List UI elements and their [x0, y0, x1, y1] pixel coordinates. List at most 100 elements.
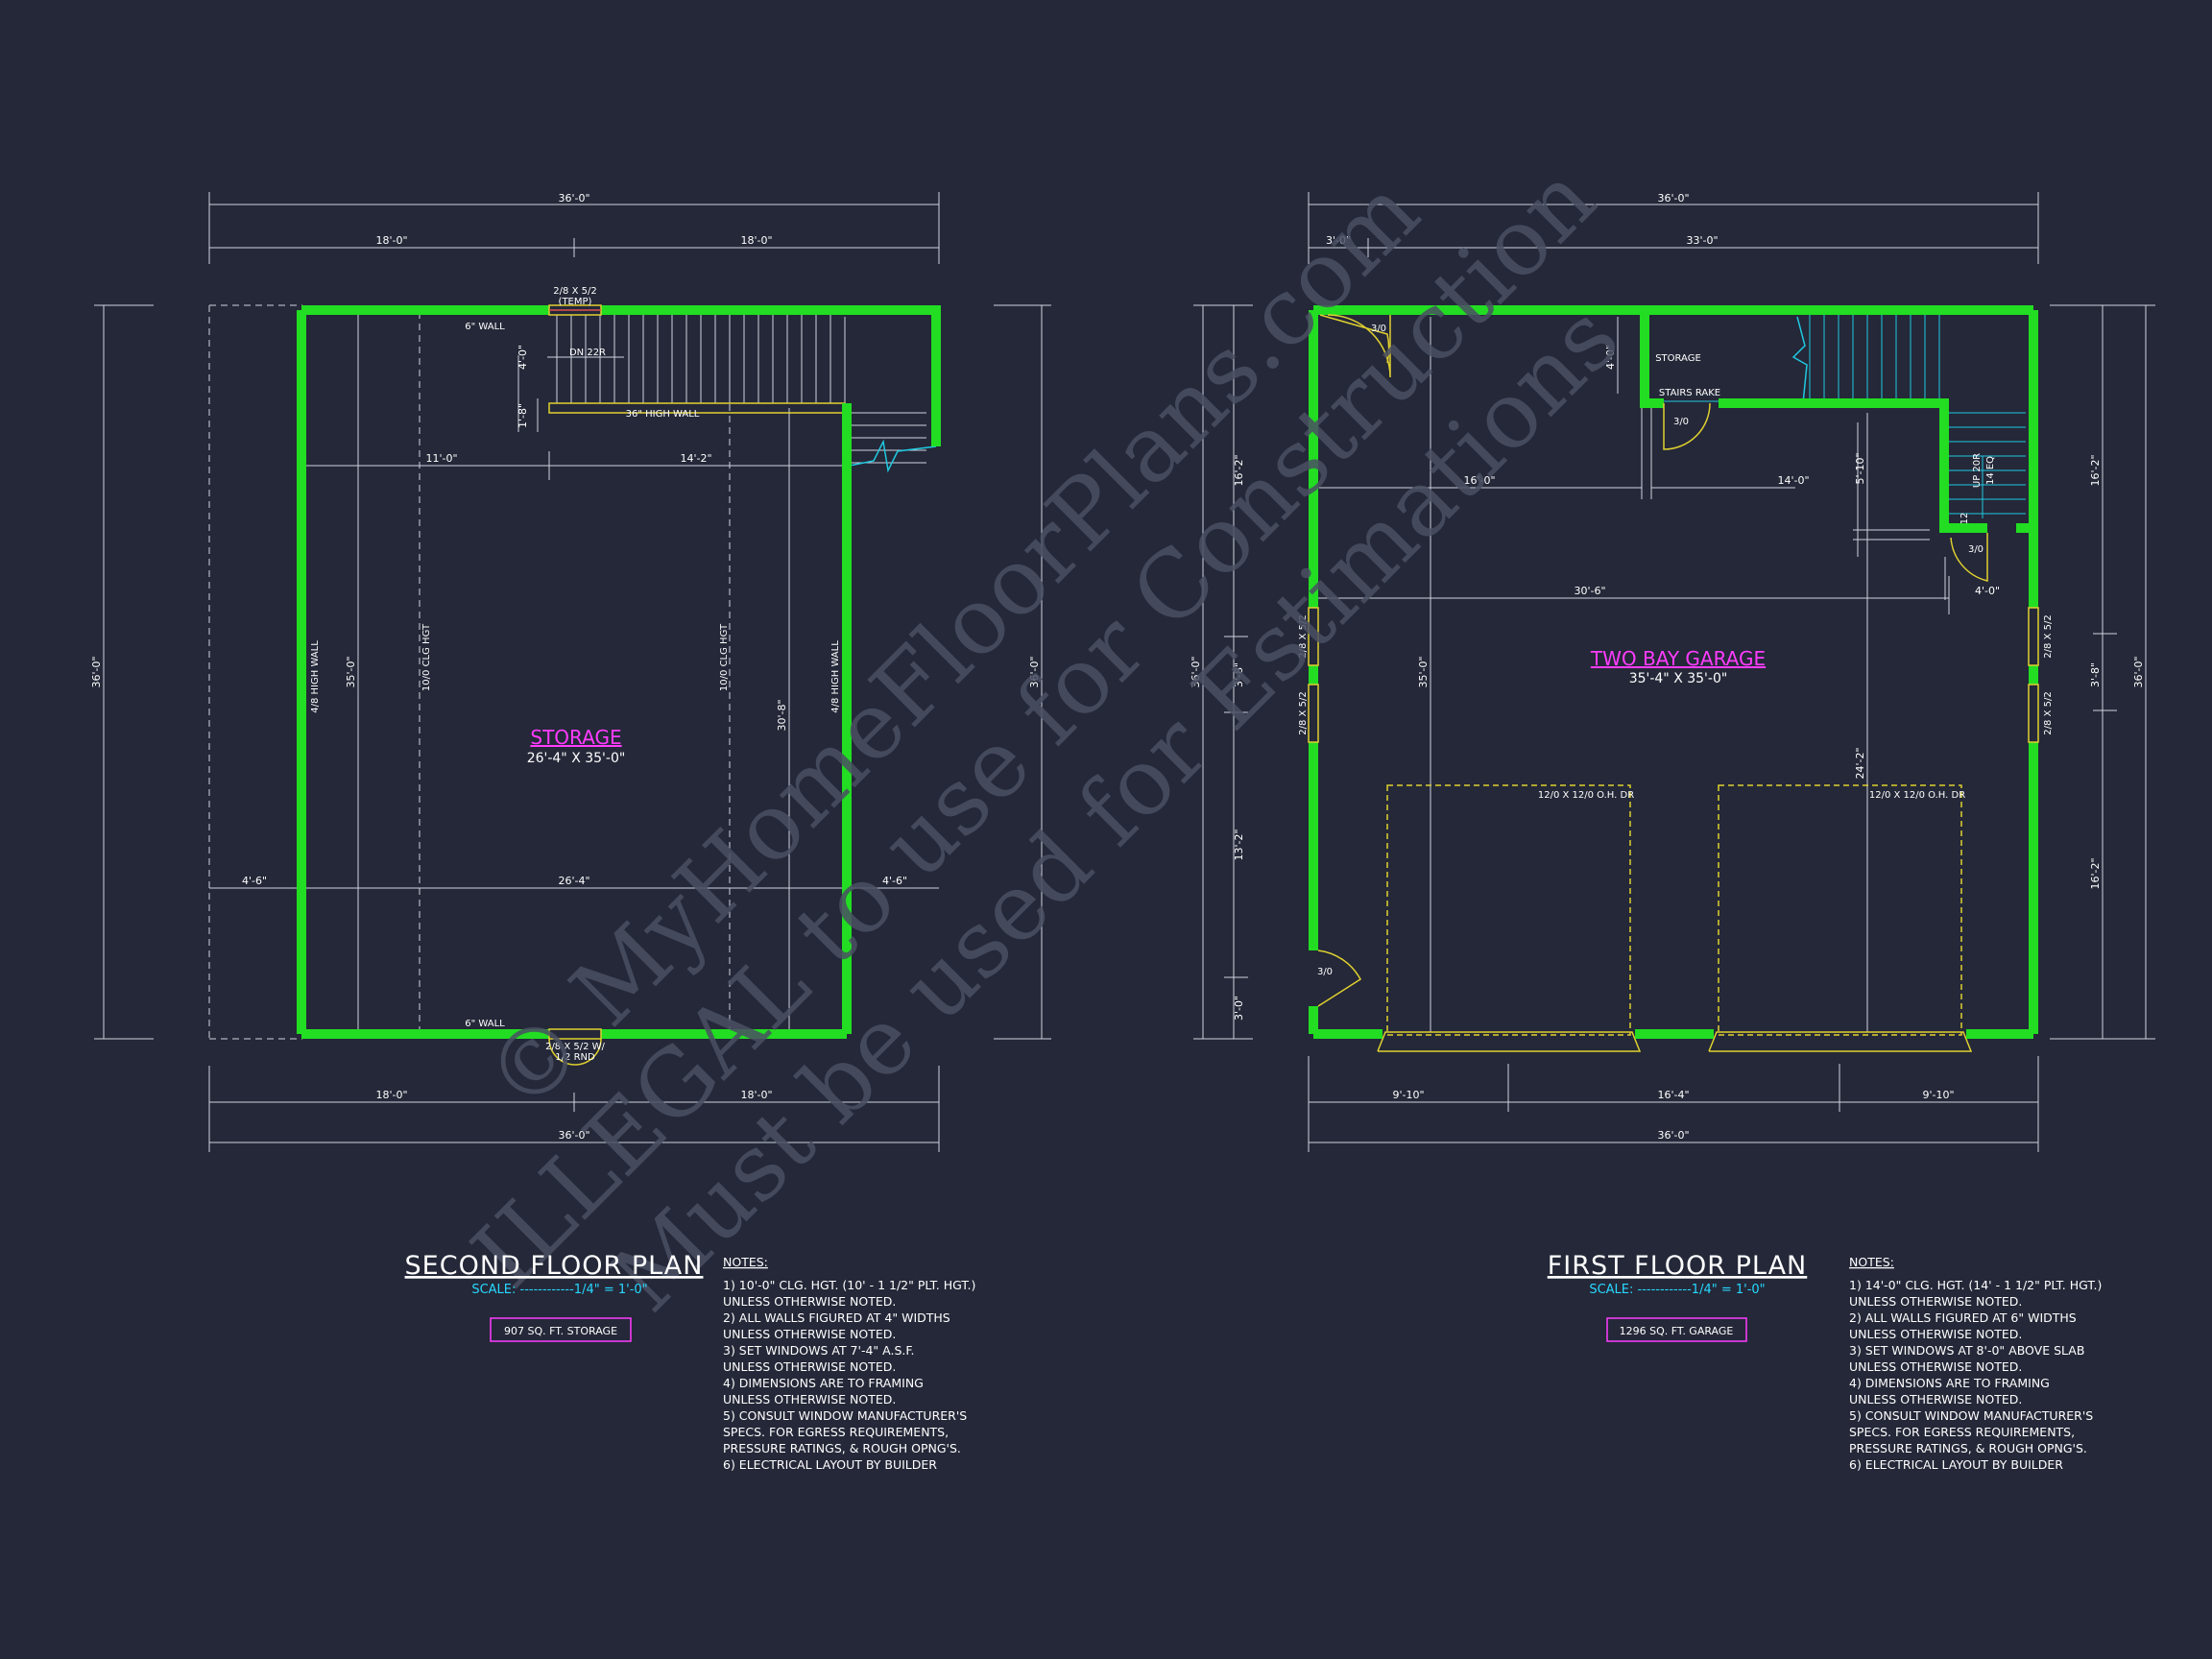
ff-dim-top-left: 3'-0"	[1326, 234, 1351, 247]
label-clg-right: 10/0 CLG HGT	[719, 623, 730, 691]
dim-bottom-right: 18'-0"	[740, 1089, 772, 1101]
dim-top-total: 36'-0"	[558, 192, 589, 204]
ff-dim-mid-160: 16'-0"	[1463, 474, 1495, 487]
label-wall-top: 6" WALL	[465, 322, 505, 332]
ff-dim-inner-242: 24'-2"	[1854, 747, 1866, 779]
ff-dim-left-38: 3'-8"	[1233, 662, 1245, 687]
dim-span-right: 4'-6"	[882, 875, 907, 887]
second-floor-note: 2) ALL WALLS FIGURED AT 4" WIDTHS	[723, 1310, 950, 1325]
ff-label-gdoor-right: 12/0 X 12/0 O.H. DR	[1869, 790, 1965, 801]
ff-label-win-left-b: 2/8 X 5/2	[1298, 691, 1309, 734]
dim-span-mid: 26'-4"	[558, 875, 589, 887]
second-floor-note: UNLESS OTHERWISE NOTED.	[723, 1327, 896, 1341]
label-right-high-wall: 4/8 HIGH WALL	[830, 640, 841, 713]
second-floor-dimension-lines	[94, 192, 1051, 1152]
ff-dim-mid-140: 14'-0"	[1777, 474, 1809, 487]
ff-label-door-12: 12	[1960, 513, 1970, 525]
room-size-storage: 26'-4" X 35'-0"	[527, 751, 626, 766]
first-floor-note: UNLESS OTHERWISE NOTED.	[1849, 1327, 2022, 1341]
room-name-garage: TWO BAY GARAGE	[1590, 647, 1766, 670]
first-floor-note: 6) ELECTRICAL LAYOUT BY BUILDER	[1849, 1457, 2063, 1472]
first-floor-note: SPECS. FOR EGRESS REQUIREMENTS,	[1849, 1425, 2075, 1439]
first-floor-notes: NOTES: 1) 14'-0" CLG. HGT. (14' - 1 1/2"…	[1849, 1255, 2102, 1472]
second-floor-sqft-box	[490, 1317, 632, 1342]
dim-inner-left: 35'-0"	[345, 656, 357, 687]
ff-label-door-bl: 3/0	[1317, 967, 1333, 977]
second-floor-walls	[297, 305, 941, 1039]
ff-label-door-storage: 3/0	[1673, 417, 1689, 427]
dim-right-total: 36'-0"	[1028, 656, 1041, 687]
first-floor-note: UNLESS OTHERWISE NOTED.	[1849, 1359, 2022, 1374]
dim-bottom-total: 36'-0"	[558, 1129, 589, 1142]
first-floor-windows	[1308, 607, 2039, 743]
second-floor-plan: 36'-0" 18'-0" 18'-0" 18'-0" 18'-0" 36'-0…	[90, 192, 1051, 1152]
first-floor-note: 2) ALL WALLS FIGURED AT 6" WIDTHS	[1849, 1310, 2077, 1325]
ff-dim-inner-350: 35'-0"	[1417, 656, 1430, 687]
ff-dim-left-30: 3'-0"	[1233, 996, 1245, 1021]
second-floor-note: UNLESS OTHERWISE NOTED.	[723, 1294, 896, 1309]
first-floor-note: UNLESS OTHERWISE NOTED.	[1849, 1392, 2022, 1407]
stair-break-line	[849, 439, 937, 473]
dim-inner-right: 30'-8"	[776, 699, 788, 731]
second-floor-note: 6) ELECTRICAL LAYOUT BY BUILDER	[723, 1457, 937, 1472]
ff-dim-stair-510: 5'-10"	[1854, 452, 1866, 484]
ff-dim-top-right: 33'-0"	[1686, 234, 1718, 247]
dim-stair-18: 1'-8"	[517, 403, 529, 428]
ff-dim-span-306: 30'-6"	[1574, 585, 1605, 597]
second-floor-note: 3) SET WINDOWS AT 7'-4" A.S.F.	[723, 1343, 915, 1358]
second-floor-note: 5) CONSULT WINDOW MANUFACTURER'S	[723, 1408, 967, 1423]
dim-mid-left: 11'-0"	[425, 452, 457, 465]
ff-dim-right-total: 36'-0"	[2132, 656, 2145, 687]
door-swings	[1317, 314, 1988, 1007]
label-stair-dn: DN 22R	[569, 348, 606, 358]
dim-top-right: 18'-0"	[740, 234, 772, 247]
second-floor-notes-head: NOTES:	[723, 1255, 768, 1269]
ff-dim-top-total: 36'-0"	[1657, 192, 1689, 204]
second-floor-note: SPECS. FOR EGRESS REQUIREMENTS,	[723, 1425, 949, 1439]
label-window-bottom-note: 1/2 RND	[555, 1052, 595, 1063]
ff-dim-right-38: 3'-8"	[2089, 662, 2102, 687]
ff-label-stair-note: 14 EQ	[1985, 456, 1996, 485]
first-floor-notes-head: NOTES:	[1849, 1255, 1894, 1269]
second-floor-scale: SCALE: ------------1/4" = 1'-0"	[471, 1283, 647, 1297]
ff-label-win-right-b: 2/8 X 5/2	[2043, 691, 2054, 734]
second-floor-notes: NOTES: 1) 10'-0" CLG. HGT. (10' - 1 1/2"…	[723, 1255, 975, 1472]
label-window-top-note: (TEMP)	[559, 297, 592, 307]
ff-label-up-stair: UP 20R	[1972, 453, 1983, 488]
ff-dim-storage-40: 4'-0"	[1604, 345, 1617, 370]
first-floor-note: 3) SET WINDOWS AT 8'-0" ABOVE SLAB	[1849, 1343, 2084, 1358]
ff-dim-bottom-left: 9'-10"	[1392, 1089, 1424, 1101]
ff-label-stairs-rake: STAIRS RAKE	[1659, 388, 1720, 398]
label-high-wall: 36" HIGH WALL	[626, 409, 700, 420]
first-floor-note: UNLESS OTHERWISE NOTED.	[1849, 1294, 2022, 1309]
ff-label-win-left-a: 2/8 X 5/2	[1298, 614, 1309, 658]
garage-door-thresholds	[1377, 1031, 1973, 1052]
first-floor-note: PRESSURE RATINGS, & ROUGH OPNG'S.	[1849, 1441, 2087, 1455]
label-left-high-wall: 4/8 HIGH WALL	[310, 640, 321, 713]
ff-label-storage: STORAGE	[1655, 353, 1701, 364]
ff-dim-right-162b: 16'-2"	[2089, 857, 2102, 889]
first-floor-sqft-box	[1606, 1317, 1747, 1342]
second-floor-knee-walls	[357, 315, 790, 1032]
dim-bottom-left: 18'-0"	[375, 1089, 407, 1101]
first-floor-plan: 36'-0" 3'-0" 33'-0" 9'-10" 16'-4" 9'-10"…	[1190, 192, 2155, 1152]
first-floor-title: FIRST FLOOR PLAN	[1548, 1251, 1808, 1281]
second-floor-stair	[547, 315, 926, 464]
ff-dim-left-162: 16'-2"	[1233, 454, 1245, 486]
second-floor-note: 1) 10'-0" CLG. HGT. (10' - 1 1/2" PLT. H…	[723, 1278, 975, 1292]
ff-dim-left-total: 36'-0"	[1190, 656, 1202, 687]
dim-span-left: 4'-6"	[242, 875, 267, 887]
room-name-storage: STORAGE	[530, 726, 621, 749]
ff-dim-left-132: 13'-2"	[1233, 829, 1245, 860]
label-wall-bottom: 6" WALL	[465, 1019, 505, 1029]
room-size-garage: 35'-4" X 35'-0"	[1629, 671, 1728, 686]
label-window-bottom: 2/8 X 5/2 W/	[545, 1042, 605, 1052]
first-floor-note: 1) 14'-0" CLG. HGT. (14' - 1 1/2" PLT. H…	[1849, 1278, 2102, 1292]
ff-label-win-right-a: 2/8 X 5/2	[2043, 614, 2054, 658]
first-floor-title-block: FIRST FLOOR PLAN SCALE: ------------1/4"…	[1548, 1251, 1808, 1342]
first-floor-note: 5) CONSULT WINDOW MANUFACTURER'S	[1849, 1408, 2093, 1423]
ff-dim-bottom-total: 36'-0"	[1657, 1129, 1689, 1142]
ff-label-door-tl: 3/0	[1371, 324, 1386, 334]
label-window-top: 2/8 X 5/2	[553, 286, 596, 297]
